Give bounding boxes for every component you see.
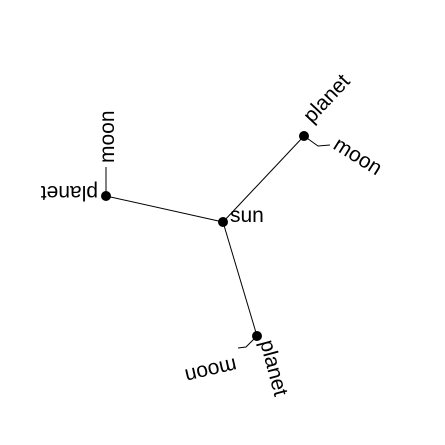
edge-planet-bottom-to-moon [237,335,258,349]
planet-bottom-node [252,331,262,341]
sun-node [218,217,228,227]
planet-upper-right-node [299,131,309,141]
edge-sun-to-planet-bottom [222,221,258,337]
sun-label: sun [230,204,264,227]
edge-sun-to-planet-upper-right [222,135,305,223]
moon-left-label: moon [96,110,119,163]
edge-planet-upper-right-to-moon [303,135,331,147]
planet-left-label: planet [41,181,98,204]
planet-left-node [101,191,111,201]
edge-sun-to-planet-left [105,195,224,223]
